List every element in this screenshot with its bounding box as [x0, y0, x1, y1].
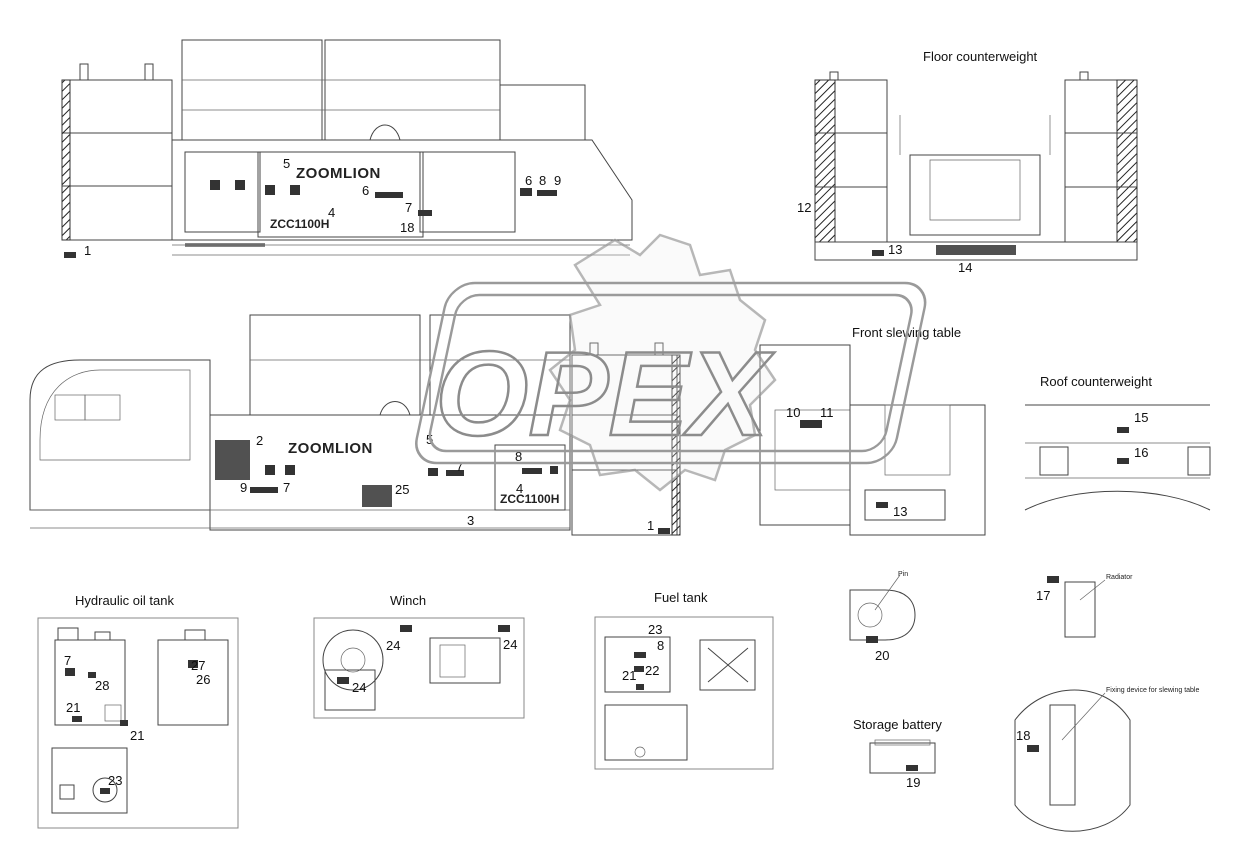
callout: 7 — [283, 480, 290, 495]
top-model-label: ZCC1100H — [270, 217, 329, 231]
callout: 4 — [328, 205, 335, 220]
floor-counterweight-view: Floor counterweight — [814, 49, 1138, 261]
callout: 1 — [647, 518, 654, 533]
callout: 26 — [196, 672, 210, 687]
callout: 14 — [958, 260, 972, 275]
title-winch: Winch — [390, 593, 426, 608]
callout: 17 — [1036, 588, 1050, 603]
title-storage-battery: Storage battery — [853, 717, 942, 732]
callout: 24 — [386, 638, 400, 653]
pin-detail: Pin 20 — [849, 571, 916, 663]
callout: 6 — [362, 183, 369, 198]
label-radiator: Radiator — [1106, 574, 1133, 581]
watermark-logo: OPEX — [415, 233, 927, 492]
callout: 21 — [66, 700, 80, 715]
callout: 11 — [820, 405, 834, 420]
callout: 23 — [108, 773, 122, 788]
callout: 8 — [657, 638, 664, 653]
middle-machine-view: ZOOMLION ZCC1100H Front slewing table — [29, 314, 986, 536]
callout: 7 — [405, 200, 412, 215]
callout: 22 — [645, 663, 659, 678]
callout: 3 — [467, 513, 474, 528]
callout: 1 — [84, 243, 91, 258]
callout: 2 — [256, 433, 263, 448]
callout: 21 — [622, 668, 636, 683]
top-callouts: 1 4 5 6 6 7 8 9 18 — [84, 156, 561, 258]
label-fixing-device: Fixing device for slewing table — [1106, 687, 1199, 694]
callout: 24 — [503, 637, 517, 652]
callout: 5 — [283, 156, 290, 171]
callout: 8 — [515, 449, 522, 464]
title-roof-counterweight: Roof counterweight — [1040, 374, 1152, 389]
callout: 7 — [64, 653, 71, 668]
callout: 27 — [191, 658, 205, 673]
top-brand-logo: ZOOMLION — [296, 165, 381, 182]
radiator-detail: Radiator 17 — [1036, 574, 1133, 638]
callout: 15 — [1134, 410, 1148, 425]
callout: 12 — [797, 200, 811, 215]
title-hydraulic-oil-tank: Hydraulic oil tank — [75, 593, 174, 608]
callout: 4 — [516, 481, 523, 496]
fixing-device-detail: Fixing device for slewing table 18 — [1014, 687, 1199, 832]
callout: 13 — [888, 242, 902, 257]
fuel-tank-panel: Fuel tank 23 8 22 21 — [594, 590, 774, 770]
callout: 25 — [395, 482, 409, 497]
callout: 8 — [539, 173, 546, 188]
callout: 18 — [400, 220, 414, 235]
callout: 6 — [525, 173, 532, 188]
callout: 13 — [893, 504, 907, 519]
callout: 9 — [554, 173, 561, 188]
callout: 16 — [1134, 445, 1148, 460]
mid-model-label: ZCC1100H — [500, 492, 559, 506]
roof-counterweight-view: Roof counterweight 15 16 — [1024, 374, 1211, 511]
callout: 9 — [240, 480, 247, 495]
callout: 28 — [95, 678, 109, 693]
callout: 19 — [906, 775, 920, 790]
callout: 10 — [786, 405, 800, 420]
callout: 21 — [130, 728, 144, 743]
storage-battery-detail: Storage battery 19 — [853, 717, 942, 790]
floor-callouts: 12 13 14 — [797, 200, 972, 275]
callout: 20 — [875, 648, 889, 663]
winch-panel: Winch 24 24 24 — [313, 593, 525, 719]
callout: 23 — [648, 622, 662, 637]
title-floor-counterweight: Floor counterweight — [923, 49, 1038, 64]
mid-brand-logo: ZOOMLION — [288, 440, 373, 457]
callout: 7 — [456, 459, 463, 474]
title-fuel-tank: Fuel tank — [654, 590, 708, 605]
mid-callouts: 1 2 3 4 5 7 7 8 9 10 11 13 25 — [240, 405, 907, 533]
top-machine-view: ZOOMLION ZCC1100H — [61, 39, 633, 258]
callout: 24 — [352, 680, 366, 695]
label-pin: Pin — [898, 571, 908, 578]
watermark-text: OPEX — [435, 327, 775, 461]
callout: 18 — [1016, 728, 1030, 743]
hydraulic-oil-tank-panel: Hydraulic oil tank 7 21 21 23 26 27 28 — [37, 593, 239, 829]
